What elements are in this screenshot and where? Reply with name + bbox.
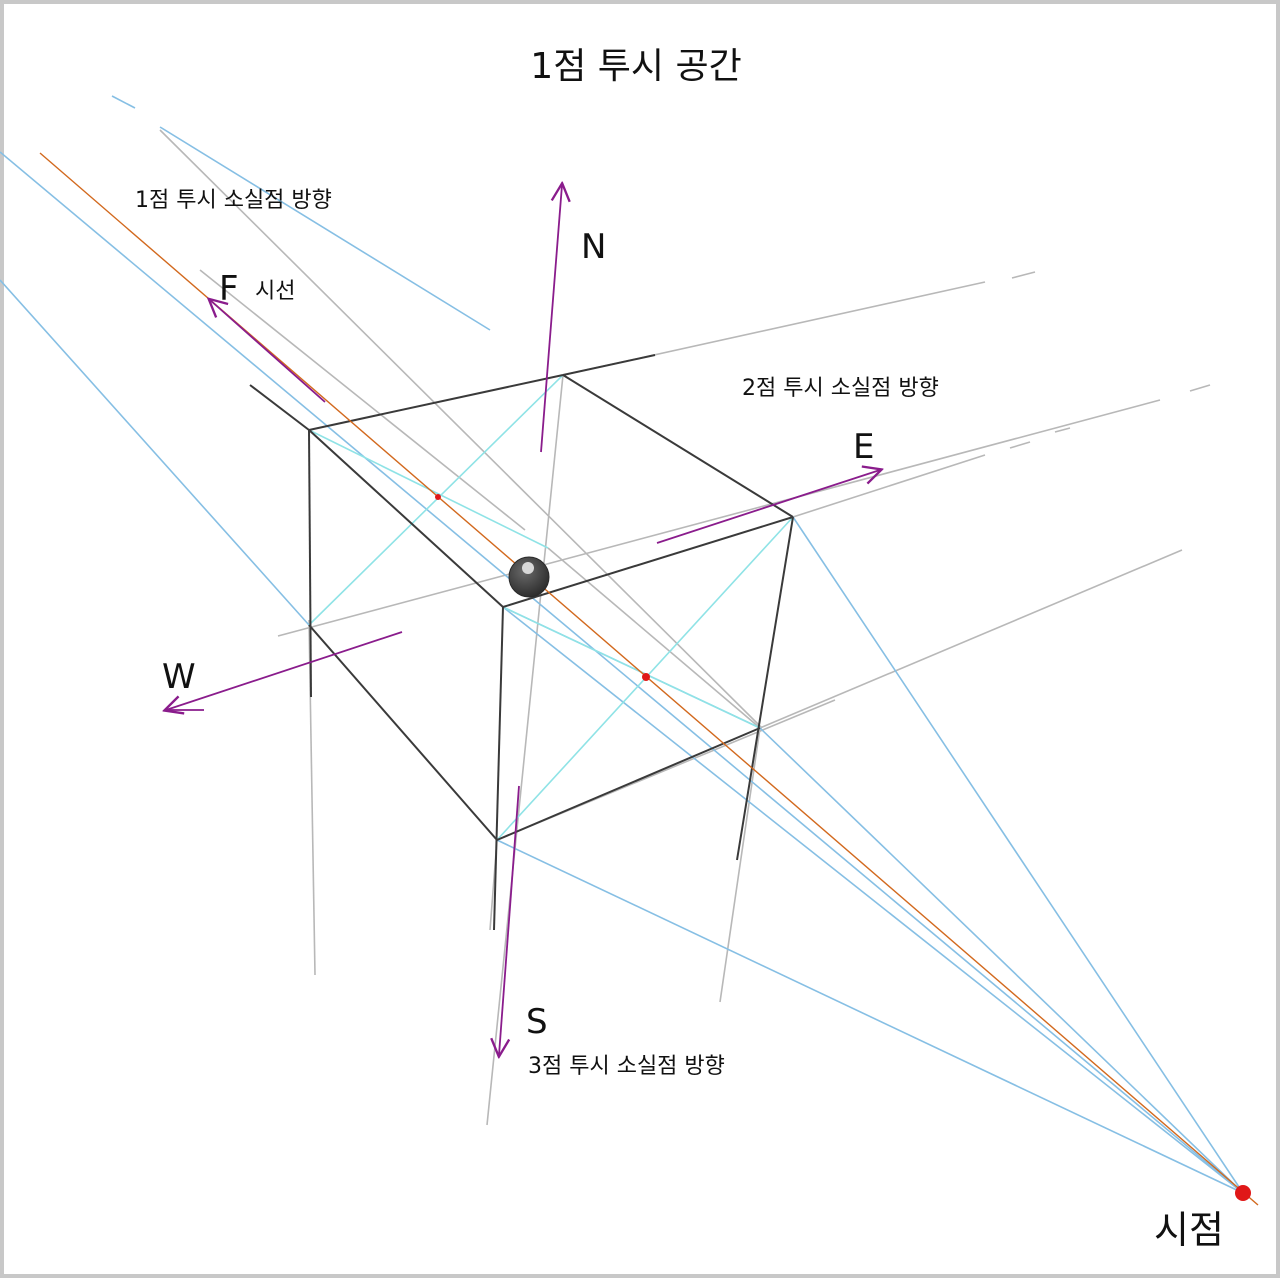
arrow-east	[656, 470, 880, 544]
edge-top-front	[502, 516, 794, 608]
guide-diag-b	[199, 269, 526, 531]
label-east: E	[853, 427, 874, 467]
guide-right-vertical	[719, 727, 761, 1003]
diag-front-1	[502, 606, 761, 729]
guide-diag-a	[159, 129, 763, 729]
sight-line-7	[759, 727, 1244, 1194]
label-vp1: 1점 투시 소실점 방향	[135, 188, 332, 213]
guide-inner-diag	[547, 547, 761, 729]
label-viewpoint: 시점	[1154, 1208, 1224, 1252]
sight-line-2	[0, 279, 310, 626]
edge-top-back-ext	[562, 354, 656, 376]
sight-line-6	[792, 516, 1244, 1194]
sight-line-5	[496, 839, 1244, 1194]
guide-right-dash2	[1054, 427, 1071, 433]
arrow-north	[540, 185, 562, 453]
guide-mid-dash	[1189, 384, 1211, 392]
center-point-top	[435, 494, 441, 500]
sight-line-4	[159, 126, 491, 331]
guide-mid-horizon	[277, 399, 1161, 637]
viewpoint-marker	[1235, 1185, 1251, 1201]
edge-bottom-right	[496, 727, 761, 841]
arrow-west	[166, 631, 403, 710]
arrow-south	[499, 785, 520, 1055]
label-gaze: 시선	[255, 279, 295, 304]
sphere-object	[508, 556, 550, 598]
sight-lines	[0, 95, 1244, 1194]
guide-back-vertical	[486, 374, 564, 1126]
edge-bottom-left	[308, 624, 498, 841]
sight-line-3	[111, 95, 136, 109]
sight-line-1	[0, 151, 1244, 1194]
direction-arrows	[166, 185, 880, 1055]
gray-guide-lines	[159, 129, 1211, 1126]
arrow-gaze	[210, 300, 326, 403]
page-title: 1점 투시 공간	[530, 46, 741, 87]
label-vp3: 3점 투시 소실점 방향	[528, 1054, 725, 1079]
edge-vert-right	[736, 516, 794, 861]
label-south: S	[526, 1002, 548, 1042]
label-north: N	[581, 227, 606, 267]
guide-top-back-dash	[1011, 271, 1036, 279]
edge-vert-front	[493, 606, 504, 931]
guide-bottom-back	[759, 549, 1183, 729]
edge-vert-left	[308, 429, 312, 698]
label-west: W	[162, 657, 196, 697]
sight-line-9	[502, 606, 1244, 1194]
center-point-front	[642, 673, 650, 681]
diag-top-2	[308, 374, 564, 626]
guide-right-dash	[1009, 441, 1031, 449]
cube-edges	[249, 354, 794, 931]
edge-top-left	[308, 429, 504, 608]
label-gaze-letter: F	[219, 269, 239, 309]
edge-left-back	[249, 384, 310, 431]
guide-right-ext	[792, 454, 986, 518]
edge-top-right	[562, 374, 794, 518]
label-vp2: 2점 투시 소실점 방향	[742, 376, 939, 401]
edge-top-back	[308, 374, 564, 431]
